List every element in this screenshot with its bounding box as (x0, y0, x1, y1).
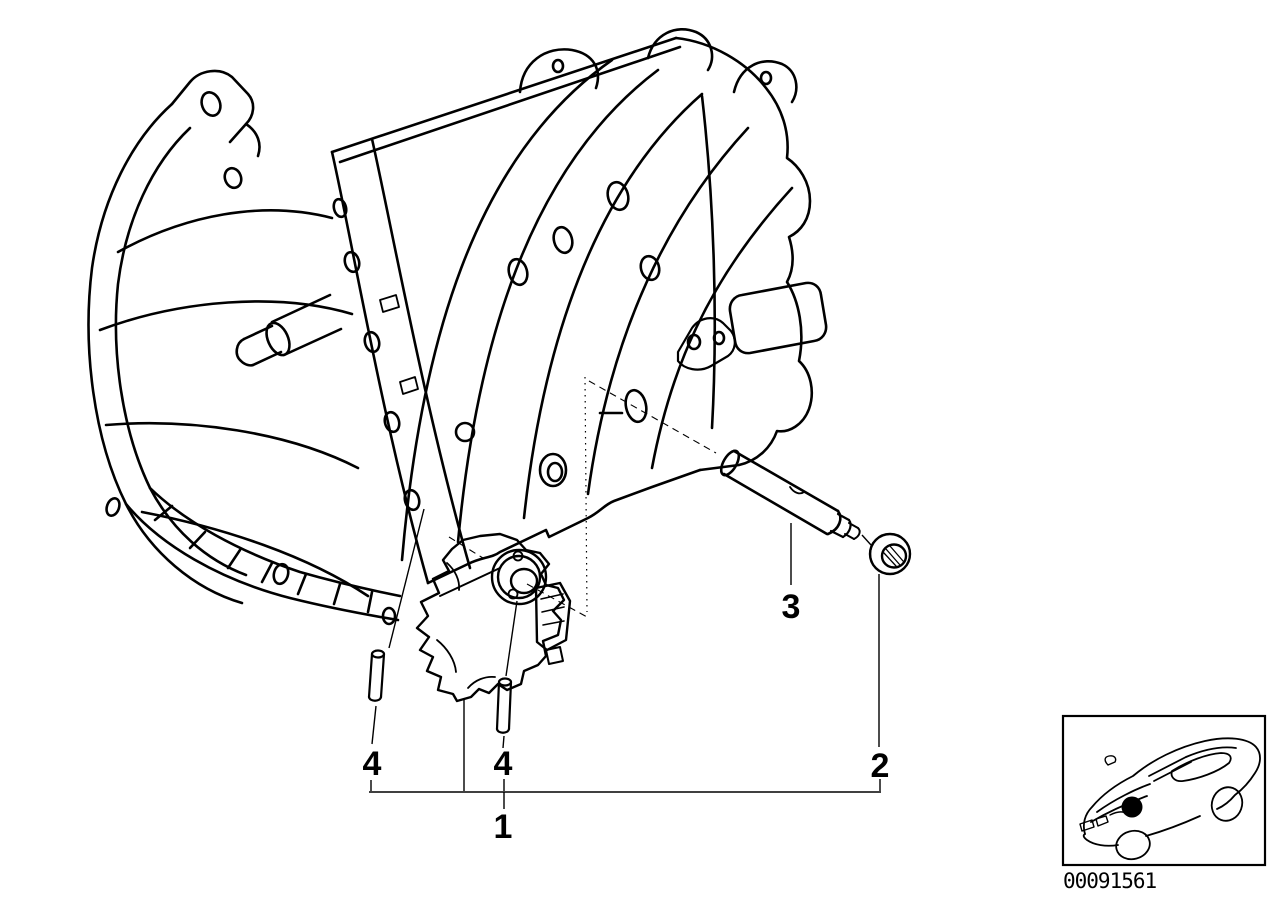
switch-connector-drawing (534, 581, 572, 665)
callout-part-3[interactable]: 3 (781, 588, 801, 626)
callout-part-2[interactable]: 2 (870, 747, 890, 785)
top-rail-drawing (330, 27, 798, 164)
leader-lines (369, 508, 881, 809)
case-bottom-edge-drawing (426, 468, 702, 597)
adapter-plate-drawing (330, 137, 472, 585)
seal-ring-part2-drawing (868, 532, 912, 576)
sleeve-part3-drawing (719, 449, 861, 540)
location-dot (1121, 796, 1143, 818)
bell-housing-drawing (87, 69, 402, 626)
callout-part-4-left[interactable]: 4 (362, 745, 382, 783)
transmission-assembly-drawing (87, 27, 828, 626)
car-front-three-quarter-icon (1079, 737, 1261, 861)
reference-axis-lines (448, 376, 717, 618)
rear-housing-drawing (674, 36, 828, 472)
case-ribs-drawing (400, 58, 794, 562)
thumbnail-frame (1061, 714, 1267, 867)
car-location-thumbnail (1061, 714, 1267, 867)
dowel-pin-right-part4-drawing (495, 677, 513, 734)
image-code: 00091561 (1063, 869, 1157, 893)
gear-position-switch-part1-drawing (415, 532, 572, 703)
input-shaft-drawing (235, 293, 343, 367)
callout-part-4-right[interactable]: 4 (493, 745, 513, 783)
callout-part-1[interactable]: 1 (493, 808, 513, 846)
dowel-pin-left-part4-drawing (367, 649, 386, 702)
